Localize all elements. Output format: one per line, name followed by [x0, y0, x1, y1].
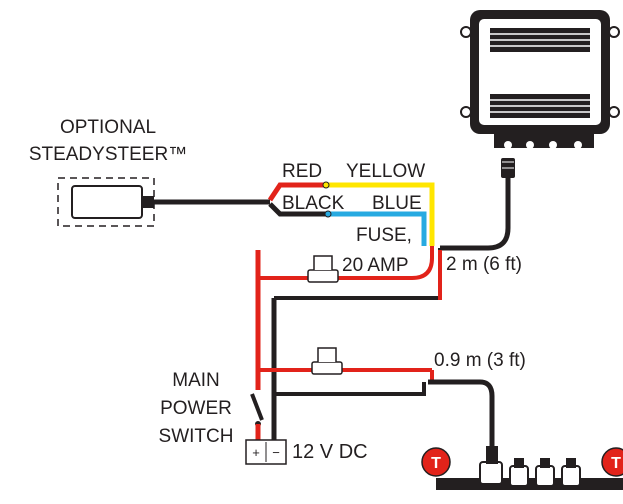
t-connector-icon: [535, 458, 555, 487]
black-blue-junction: [324, 210, 332, 218]
red-wire: [267, 182, 326, 202]
label-yellow: YELLOW: [346, 161, 425, 182]
blue-wire: [328, 211, 427, 246]
ecu-connector-icon: [501, 158, 515, 178]
steadysteer-sensor-icon: [57, 177, 155, 227]
label-fuse: FUSE,: [356, 225, 412, 246]
terminator-label: T: [431, 455, 441, 472]
black-wire-upper: [268, 202, 328, 217]
battery-minus: −: [272, 445, 280, 460]
battery-plus: +: [252, 445, 260, 460]
label-red: RED: [282, 161, 322, 182]
yellow-wire: [326, 182, 435, 246]
label-main: MAIN: [172, 370, 220, 391]
label-cable-short: 0.9 m (3 ft): [434, 350, 526, 371]
ecu-cable: [440, 178, 511, 251]
label-black: BLACK: [282, 193, 345, 214]
battery-icon: + −: [245, 439, 287, 465]
inline-fuse-icon: [258, 255, 339, 283]
label-cable-long: 2 m (6 ft): [446, 254, 522, 275]
label-switch: SWITCH: [159, 426, 234, 447]
red-lead-to-fuse: [338, 246, 434, 280]
terminator-icon-left: T: [421, 447, 451, 477]
t-connector-icon: [561, 458, 581, 487]
label-power: POWER: [160, 398, 232, 419]
terminator-label: T: [611, 455, 621, 472]
ecu-module-icon: [460, 10, 620, 149]
red-yellow-junction: [322, 181, 330, 189]
label-optional: OPTIONAL: [60, 117, 156, 138]
black-lead-short: [274, 382, 426, 396]
label-steadysteer: STEADYSTEER™: [29, 144, 187, 165]
t-connector-icon: [509, 458, 529, 487]
terminator-icon-right: T: [601, 447, 623, 477]
inline-fuse-icon: [258, 347, 432, 375]
label-fuse-rating: 20 AMP: [342, 255, 409, 276]
backbone-icon: [436, 446, 623, 490]
label-blue: BLUE: [372, 193, 422, 214]
label-battery: 12 V DC: [292, 441, 368, 463]
short-cable: [428, 379, 495, 446]
power-switch-icon: [250, 370, 264, 440]
